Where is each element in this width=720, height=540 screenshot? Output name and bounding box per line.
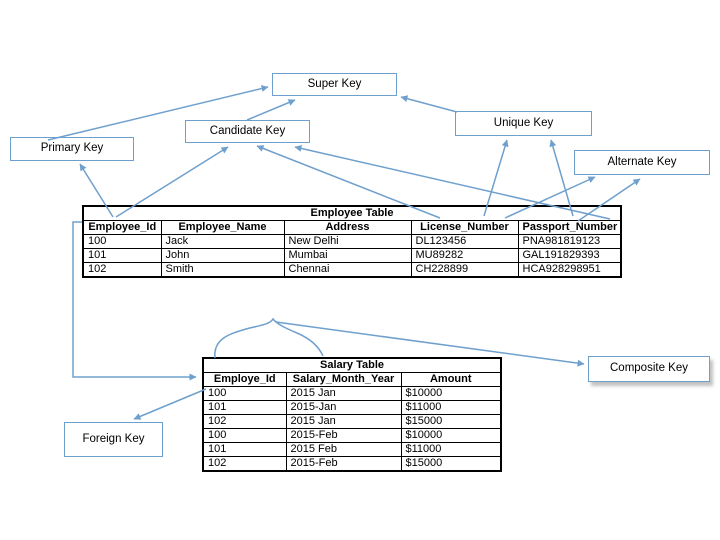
unique-key-box: Unique Key <box>455 111 592 136</box>
table-cell: John <box>160 248 285 263</box>
primary-key-label: Primary Key <box>40 142 104 155</box>
employee-table-title: Employee Table <box>82 205 622 221</box>
alternate-key-label: Alternate Key <box>607 155 677 168</box>
table-cell: 2015-Jan <box>285 400 402 415</box>
super-key-box: Super Key <box>272 73 397 96</box>
salary-table: Salary Table Employe_Id Salary_Month_Yea… <box>202 357 503 472</box>
table-cell: PNA981819123 <box>517 234 622 249</box>
table-header-row: Employe_Id Salary_Month_Year Amount <box>202 372 502 387</box>
column-header-employe-id: Employe_Id <box>202 372 287 387</box>
column-header-employee-name: Employee_Name <box>160 220 285 235</box>
table-cell: $10000 <box>400 386 502 401</box>
table-cell: $11000 <box>400 442 502 457</box>
table-cell: 2015 Jan <box>285 386 402 401</box>
table-cell: 102 <box>202 414 287 429</box>
super-key-label: Super Key <box>307 77 362 90</box>
composite-key-box: Composite Key <box>588 356 710 382</box>
unique-key-label: Unique Key <box>493 116 554 129</box>
table-cell: 2015-Feb <box>285 456 402 472</box>
arrow-candidate-to-super <box>246 99 296 121</box>
table-cell: 101 <box>202 442 287 457</box>
table-cell: Jack <box>160 234 285 249</box>
table-title-row: Salary Table <box>202 357 502 373</box>
table-cell: 100 <box>202 428 287 443</box>
table-row: 100 2015-Feb $10000 <box>202 428 502 443</box>
primary-key-box: Primary Key <box>10 137 134 161</box>
table-title-row: Employee Table <box>82 205 622 221</box>
alternate-key-box: Alternate Key <box>574 150 710 175</box>
arrow-salaryid-to-foreign <box>133 388 207 420</box>
table-row: 100 Jack New Delhi DL123456 PNA981819123 <box>82 234 622 249</box>
candidate-key-box: Candidate Key <box>185 120 310 143</box>
salary-table-title: Salary Table <box>202 357 502 373</box>
table-row: 102 Smith Chennai CH228899 HCA928298951 <box>82 262 622 278</box>
foreign-key-box: Foreign Key <box>64 422 163 457</box>
table-cell: 100 <box>202 386 287 401</box>
table-cell: 101 <box>82 248 162 263</box>
table-cell: CH228899 <box>410 262 519 278</box>
table-row: 100 2015 Jan $10000 <box>202 386 502 401</box>
composite-key-label: Composite Key <box>610 362 688 375</box>
column-header-license-number: License_Number <box>410 220 519 235</box>
table-cell: 2015 Jan <box>285 414 402 429</box>
candidate-key-label: Candidate Key <box>209 124 286 137</box>
table-cell: $11000 <box>400 400 502 415</box>
table-cell: New Delhi <box>283 234 412 249</box>
table-cell: DL123456 <box>410 234 519 249</box>
table-row: 101 John Mumbai MU89282 GAL191829393 <box>82 248 622 263</box>
column-header-amount: Amount <box>400 372 502 387</box>
table-cell: 101 <box>202 400 287 415</box>
column-header-employee-id: Employee_Id <box>82 220 162 235</box>
table-cell: Mumbai <box>283 248 412 263</box>
table-row: 102 2015 Jan $15000 <box>202 414 502 429</box>
employee-table: Employee Table Employee_Id Employee_Name… <box>82 205 623 278</box>
table-row: 102 2015-Feb $15000 <box>202 456 502 472</box>
table-cell: HCA928298951 <box>517 262 622 278</box>
table-cell: Smith <box>160 262 285 278</box>
table-cell: 2015-Feb <box>285 428 402 443</box>
table-cell: 102 <box>82 262 162 278</box>
table-cell: $15000 <box>400 414 502 429</box>
table-cell: GAL191829393 <box>517 248 622 263</box>
column-header-passport-number: Passport_Number <box>517 220 622 235</box>
table-row: 101 2015-Jan $11000 <box>202 400 502 415</box>
table-header-row: Employee_Id Employee_Name Address Licens… <box>82 220 622 235</box>
table-cell: $10000 <box>400 428 502 443</box>
table-cell: 102 <box>202 456 287 472</box>
composite-columns-brace <box>214 317 324 359</box>
table-cell: MU89282 <box>410 248 519 263</box>
table-cell: 2015 Feb <box>285 442 402 457</box>
arrow-unique-to-super <box>400 95 458 113</box>
table-cell: $15000 <box>400 456 502 472</box>
column-header-address: Address <box>283 220 412 235</box>
column-header-salary-month-year: Salary_Month_Year <box>285 372 402 387</box>
table-cell: 100 <box>82 234 162 249</box>
table-row: 101 2015 Feb $11000 <box>202 442 502 457</box>
table-cell: Chennai <box>283 262 412 278</box>
foreign-key-label: Foreign Key <box>82 432 145 445</box>
